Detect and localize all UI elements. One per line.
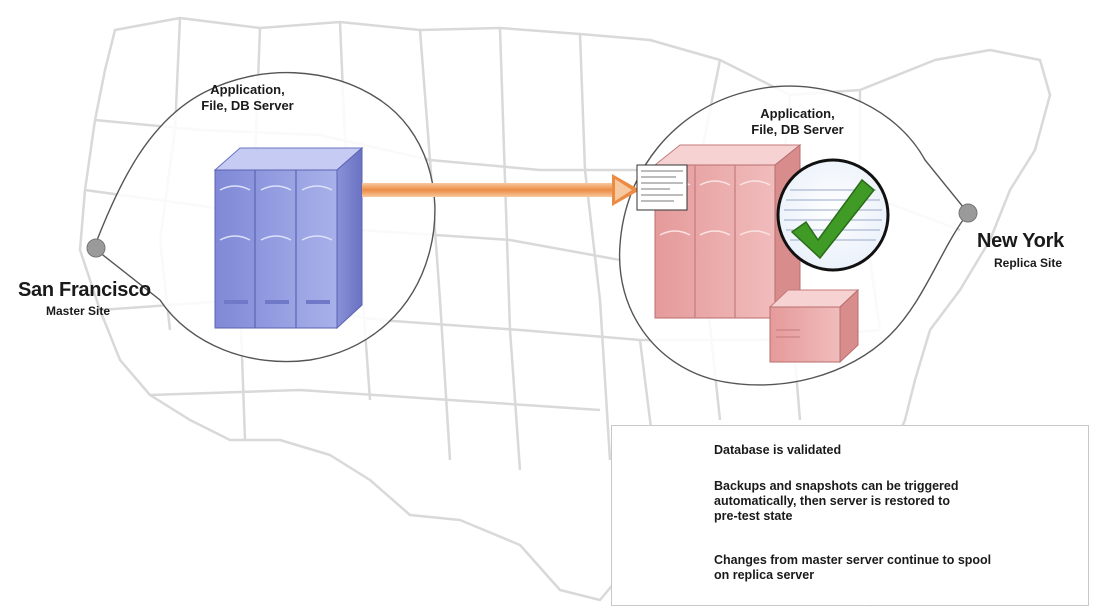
replica-server-label: Application, File, DB Server	[751, 106, 844, 137]
spool-document-icon	[636, 164, 688, 211]
validated-check-icon	[776, 158, 890, 272]
master-site-name: San Francisco	[18, 279, 151, 301]
snapshot-server-icon	[768, 288, 860, 364]
master-server-label: Application, File, DB Server	[201, 82, 294, 113]
replication-arrow	[362, 174, 640, 206]
replica-site-role: Replica Site	[994, 256, 1063, 270]
legend: Database is validated Backups and snapsh…	[611, 425, 1089, 606]
master-site-role: Master Site	[46, 304, 111, 318]
legend-item-snapshots: Backups and snapshots can be triggered a…	[714, 479, 959, 523]
replica-site-name: New York	[977, 230, 1064, 252]
replica-site-dot	[958, 203, 978, 223]
legend-item-validated: Database is validated	[714, 443, 842, 457]
master-server-icon	[213, 146, 364, 330]
replica-server-icon	[653, 143, 802, 320]
legend-item-spool: Changes from master server continue to s…	[714, 553, 992, 582]
master-site-dot	[86, 238, 106, 258]
